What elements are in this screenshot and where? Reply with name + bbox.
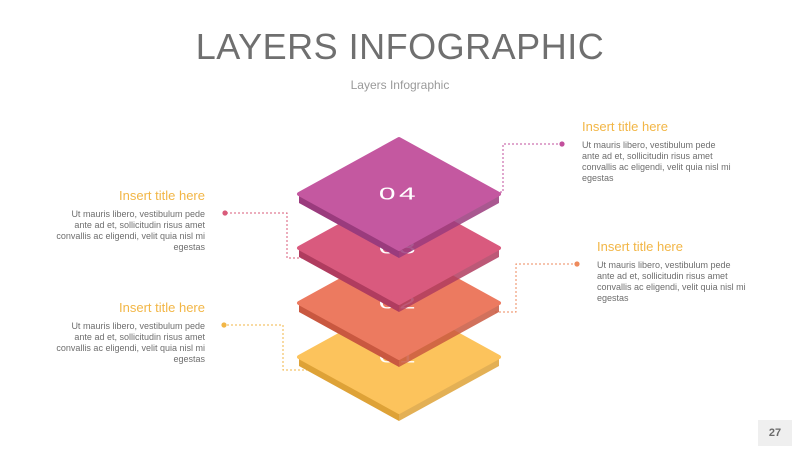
callout-title: Insert title here bbox=[119, 300, 205, 315]
callout-title: Insert title here bbox=[119, 188, 205, 203]
connector-dot bbox=[559, 141, 565, 147]
connector-line bbox=[225, 212, 303, 259]
connector-dot bbox=[221, 322, 227, 328]
page-subtitle: Layers Infographic bbox=[350, 78, 450, 92]
callout-layer-04: Insert title here Ut mauris libero, vest… bbox=[582, 119, 732, 184]
callout-layer-01: Insert title here Ut mauris libero, vest… bbox=[55, 300, 205, 365]
callout-body: Ut mauris libero, vestibulum pede ante a… bbox=[597, 260, 746, 303]
callout-body: Ut mauris libero, vestibulum pede ante a… bbox=[56, 321, 205, 364]
connector-lines bbox=[221, 141, 580, 371]
connector-dot bbox=[222, 210, 228, 216]
callout-title: Insert title here bbox=[582, 119, 668, 134]
layer-stack: 01020304 bbox=[297, 137, 501, 421]
connector-line bbox=[495, 263, 577, 313]
callout-layer-03: Insert title here Ut mauris libero, vest… bbox=[55, 188, 205, 253]
connector-dot bbox=[574, 261, 580, 267]
connector-line bbox=[500, 143, 562, 193]
layer-number: 04 bbox=[379, 184, 419, 203]
connector-line bbox=[224, 324, 312, 371]
callout-layer-02: Insert title here Ut mauris libero, vest… bbox=[597, 239, 747, 304]
layer-04: 04 bbox=[297, 137, 501, 258]
page-title: LAYERS INFOGRAPHIC bbox=[195, 26, 605, 67]
callout-body: Ut mauris libero, vestibulum pede ante a… bbox=[582, 140, 731, 183]
page-number: 27 bbox=[758, 420, 792, 446]
callout-body: Ut mauris libero, vestibulum pede ante a… bbox=[56, 209, 205, 252]
layer-top bbox=[297, 137, 501, 251]
callout-title: Insert title here bbox=[597, 239, 683, 254]
